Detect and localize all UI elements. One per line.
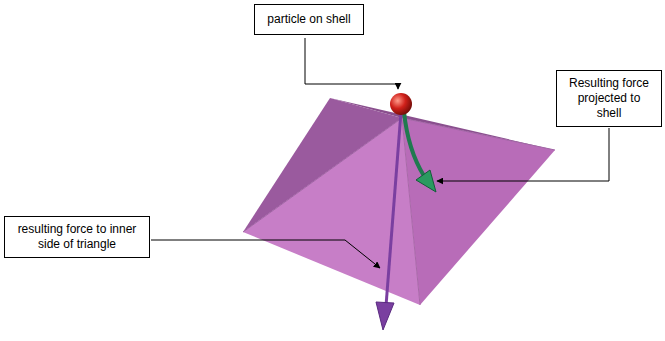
callout-box: Resulting force projected to shell (556, 70, 662, 127)
callout-text: resulting force to inner side of triangl… (17, 222, 137, 252)
right-face (402, 118, 555, 305)
callout-box: resulting force to inner side of triangl… (4, 216, 150, 258)
particle-sphere (390, 93, 412, 115)
projected-arrowhead (416, 170, 436, 192)
callout-text: particle on shell (263, 12, 355, 27)
leader-line (437, 128, 609, 181)
callout-text: Resulting force projected to shell (565, 76, 653, 121)
callout-box: particle on shell (254, 4, 364, 35)
projected-arrow (404, 112, 424, 176)
force-arrowhead (376, 302, 394, 330)
leader-line (151, 240, 380, 268)
force-arrow (386, 112, 401, 306)
leader-line (305, 38, 398, 89)
